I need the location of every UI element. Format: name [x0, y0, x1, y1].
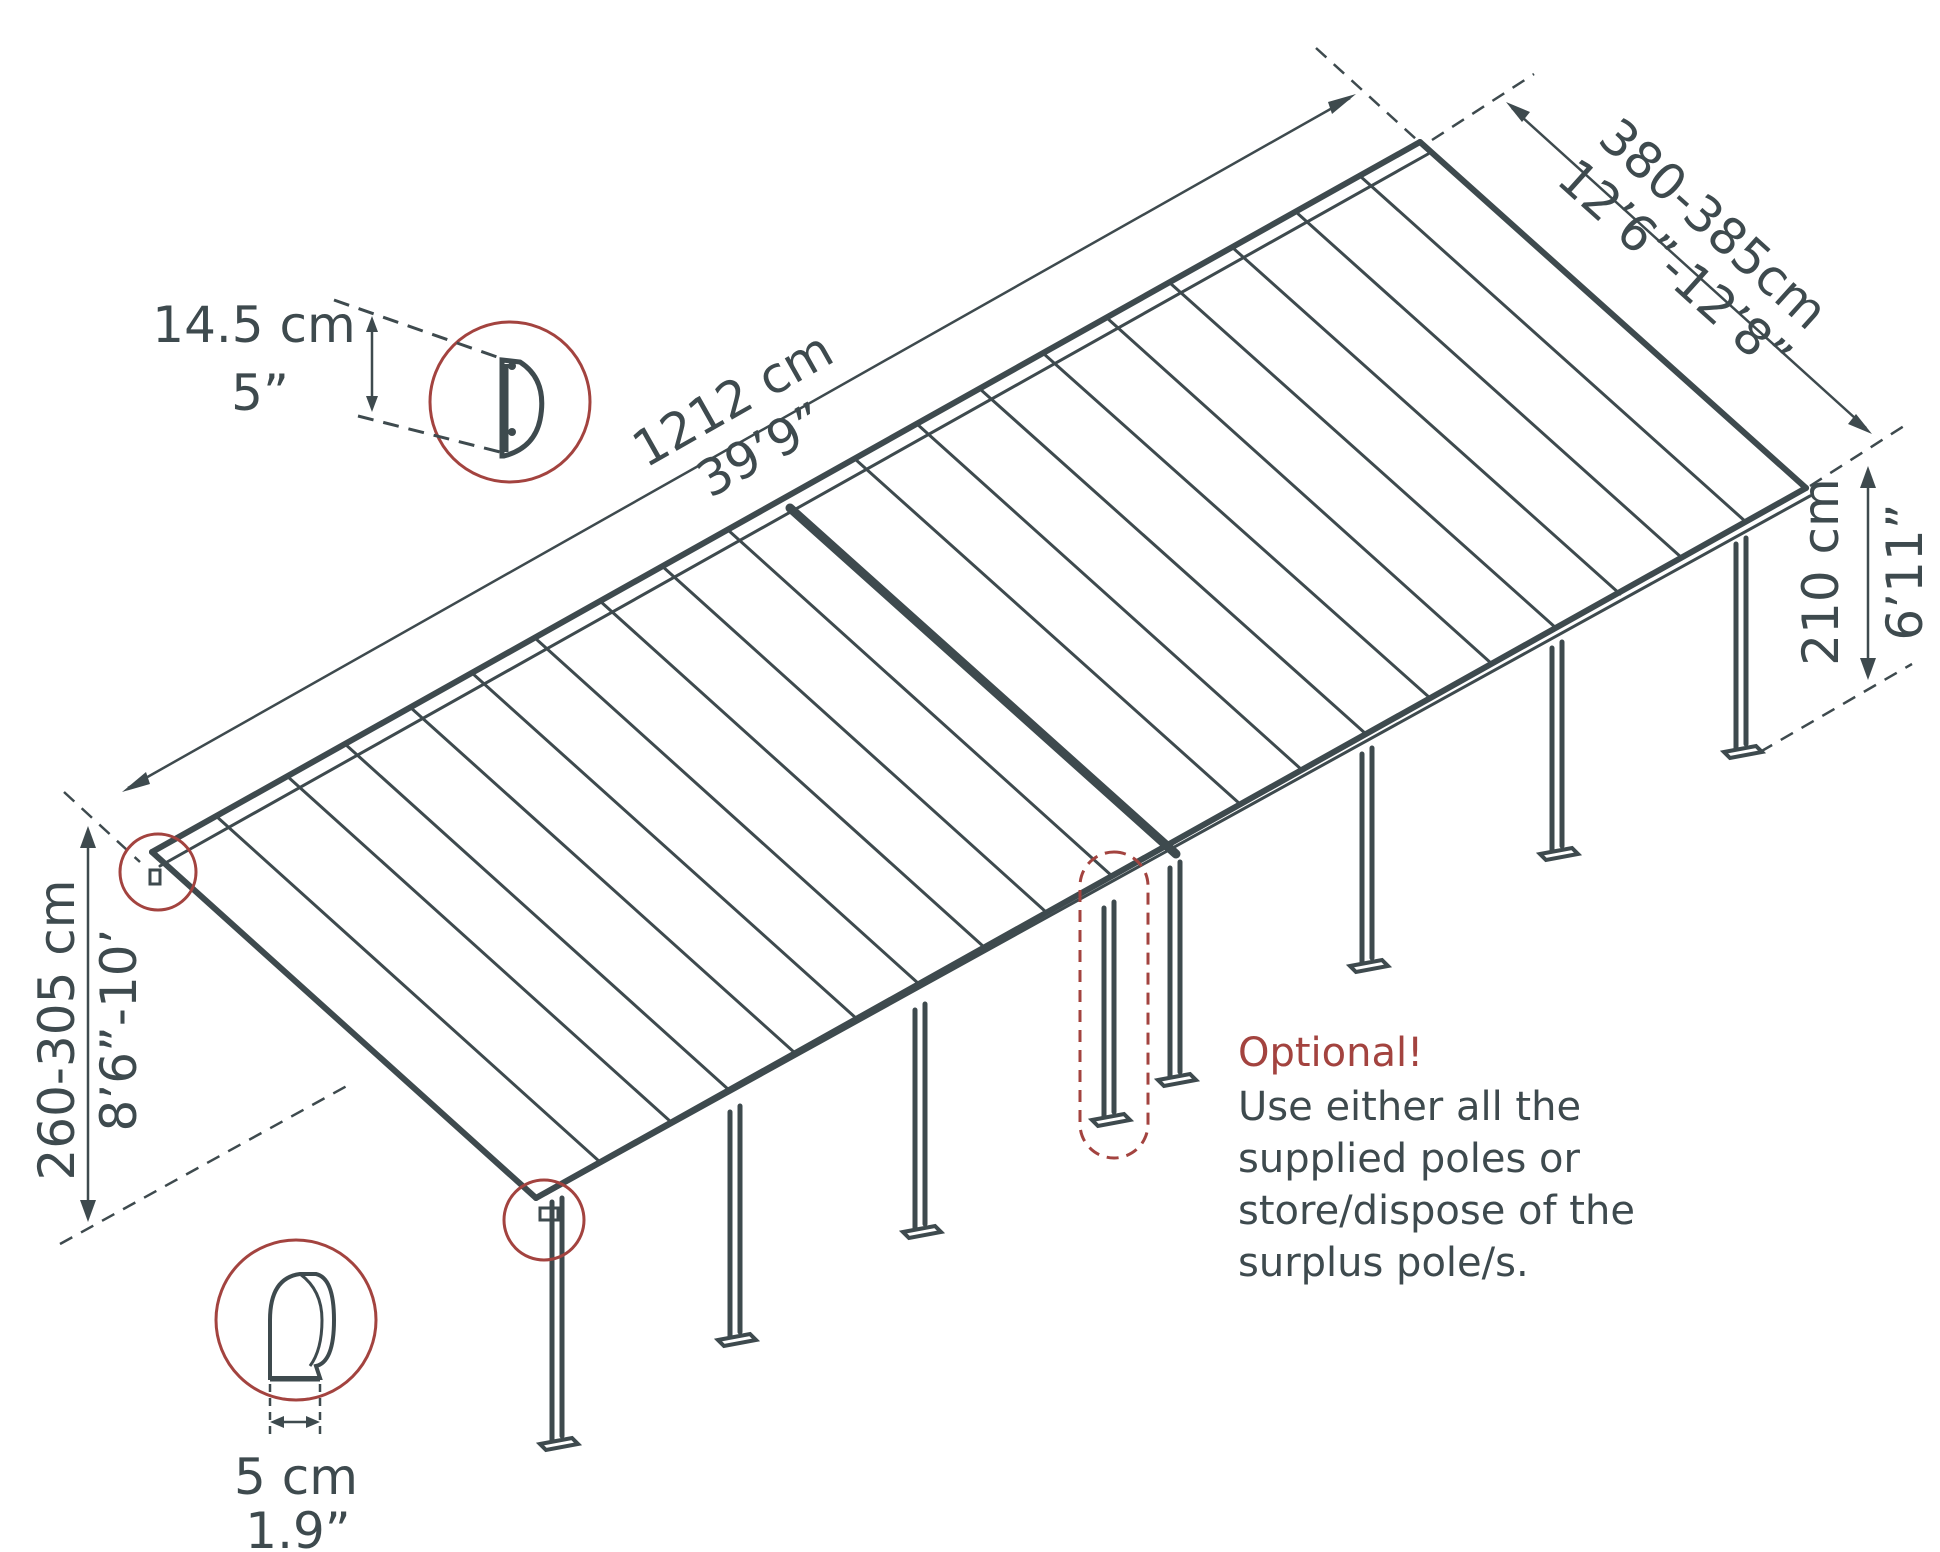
- post-profile-icon: [214, 1238, 378, 1436]
- corner-highlight-rear: [118, 832, 198, 912]
- optional-pole-icon: [1078, 850, 1150, 1160]
- front-height-metric-label: 260-305 cm: [28, 879, 86, 1180]
- post-metric-label: 5 cm: [234, 1448, 358, 1506]
- depth-dimension: [1431, 72, 1905, 488]
- post: [1719, 535, 1767, 761]
- post: [1153, 859, 1201, 1089]
- rear-height-dimension: [1759, 466, 1913, 754]
- rear-height-metric-label: 210 cm: [1792, 478, 1850, 666]
- depth-labels: 380-385cm 12’6”-12’8”: [1547, 107, 1839, 386]
- post: [713, 1103, 761, 1349]
- rear-height-imperial-label: 6’11”: [1876, 503, 1934, 640]
- post: [1535, 639, 1583, 863]
- front-height-labels: 260-305 cm 8’6”-10’: [28, 879, 148, 1180]
- post: [898, 1001, 946, 1241]
- corner-highlight-front: [502, 1178, 586, 1262]
- gutter-inner: [544, 494, 1812, 1196]
- post: [1345, 745, 1393, 975]
- note-line-1: Use either all the: [1238, 1084, 1581, 1130]
- center-rafter: [785, 503, 1181, 859]
- length-labels: 1212 cm 39’9”: [623, 320, 842, 509]
- front-height-imperial-label: 8’6”-10’: [90, 929, 148, 1132]
- note-line-2: supplied poles or: [1238, 1136, 1581, 1182]
- post: [535, 1195, 583, 1453]
- front-height-dimension: [59, 826, 355, 1246]
- gutter-imperial-label: 5”: [231, 364, 289, 422]
- gutter-metric-label: 14.5 cm: [152, 296, 355, 354]
- note-line-4: surplus pole/s.: [1238, 1240, 1529, 1286]
- posts: [535, 535, 1767, 1453]
- post-imperial-label: 1.9”: [245, 1502, 350, 1552]
- rear-height-labels: 210 cm 6’11”: [1792, 478, 1934, 666]
- pergola-structure: [148, 139, 1812, 1453]
- gutter-profile-icon: [333, 298, 592, 484]
- note-line-3: store/dispose of the: [1238, 1188, 1635, 1234]
- length-dimension: [63, 47, 1429, 863]
- note-title: Optional!: [1238, 1030, 1423, 1076]
- post: [1087, 899, 1135, 1129]
- roof-frame: [149, 139, 1809, 1201]
- roof-panels: [214, 174, 1748, 1164]
